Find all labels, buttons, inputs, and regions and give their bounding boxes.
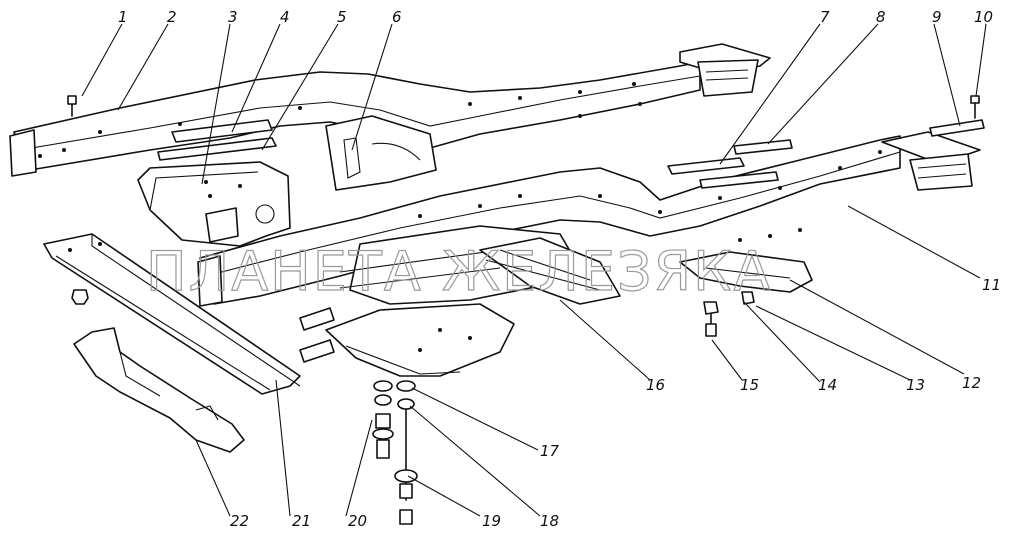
callout-12: 12: [962, 374, 981, 392]
callout-7: 7: [820, 8, 830, 26]
nut-left: [71, 289, 89, 305]
rear-spring-bracket-left: [679, 43, 771, 97]
callout-18: 18: [540, 512, 559, 530]
bolt-1: [67, 95, 77, 117]
callout-13: 13: [906, 376, 925, 394]
transmission-support: [339, 225, 621, 305]
callout-16: 16: [646, 376, 665, 394]
watermark-text: ПЛАНЕТА ЖЕЛЕЗЯКА: [146, 240, 772, 303]
callout-2: 2: [167, 8, 177, 26]
fastener-15: [703, 301, 719, 337]
cross-member-rear: [137, 161, 291, 247]
nut-14: [741, 291, 755, 305]
bolt-10: [970, 95, 980, 119]
front-cross-beam: [43, 233, 301, 395]
callout-8: 8: [876, 8, 886, 26]
leader-lines: [81, 23, 987, 517]
rivet-holes: [38, 82, 882, 352]
callout-5: 5: [337, 8, 347, 26]
front-spring-bracket-right: [881, 119, 985, 191]
callout-numbers: 1 2 3 4 5 6 7 8 9 10 11 12 13 14 15 16 1…: [118, 8, 1001, 530]
callout-22: 22: [230, 512, 249, 530]
callout-9: 9: [932, 8, 942, 26]
callout-17: 17: [540, 442, 560, 460]
callout-21: 21: [292, 512, 311, 530]
spring-pads: [157, 119, 793, 189]
callout-1: 1: [118, 8, 128, 26]
callout-3: 3: [228, 8, 238, 26]
callout-11: 11: [982, 276, 1001, 294]
engine-support-plate: [299, 303, 515, 377]
callout-19: 19: [482, 512, 501, 530]
callout-4: 4: [280, 8, 290, 26]
guard-plate: [73, 327, 245, 453]
callout-14: 14: [818, 376, 837, 394]
callout-20: 20: [348, 512, 367, 530]
left-side-member: [9, 61, 701, 177]
callout-10: 10: [974, 8, 993, 26]
cross-member-middle: [325, 115, 437, 191]
callout-15: 15: [740, 376, 759, 394]
mount-stack: [372, 380, 418, 525]
callout-6: 6: [392, 8, 402, 26]
